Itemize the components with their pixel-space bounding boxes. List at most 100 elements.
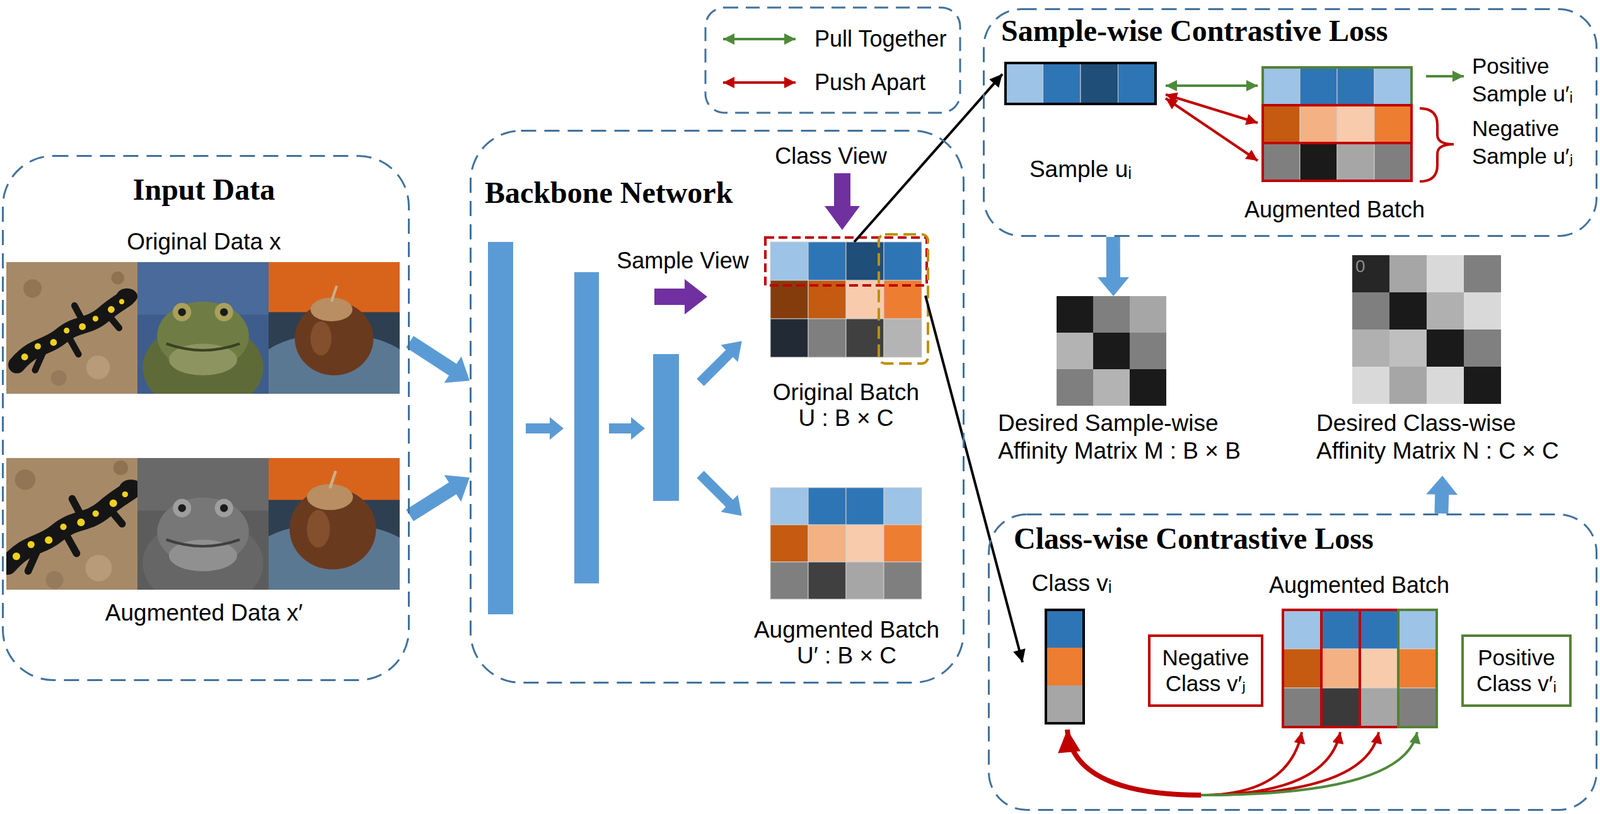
text-holder: 0 xyxy=(1355,257,1375,277)
vector-label: Sample uᵢ xyxy=(1011,155,1150,184)
input-photos xyxy=(137,262,269,413)
backbone-layers xyxy=(692,332,751,392)
augmented-batch-grid xyxy=(883,525,922,563)
box-label: Negative Class v′ⱼ xyxy=(1153,645,1259,697)
class-augmented-grid xyxy=(1359,649,1399,689)
text-holder: Negative Sample u′ⱼ xyxy=(1472,114,1589,171)
input-photos xyxy=(243,445,423,611)
node-border xyxy=(984,9,1597,237)
class-affinity-matrix xyxy=(1389,366,1427,405)
backbone-layers xyxy=(608,417,645,441)
augmented-batch-grid xyxy=(846,525,884,563)
class-contrast-curve xyxy=(1200,732,1341,796)
panel-title: Backbone Network xyxy=(484,174,939,212)
class-affinity-matrix xyxy=(1352,329,1390,367)
sample-augmented-grid xyxy=(1262,67,1412,106)
sample-augmented-grid xyxy=(1374,67,1412,106)
class-affinity-matrix xyxy=(1463,255,1502,293)
backbone-layers xyxy=(487,242,514,615)
text-holder: Input Data xyxy=(1,171,406,209)
backbone-layers xyxy=(574,272,599,584)
matrix-label: Augmented Batch xyxy=(1265,573,1454,599)
legend-box xyxy=(705,7,961,113)
class-box: Negative Class v′ⱼ xyxy=(1147,634,1264,708)
legend-text: Pull Together xyxy=(814,25,959,53)
text-holder: Push Apart xyxy=(814,68,959,96)
batch-matrix: Augmented Batch U′ : B × C xyxy=(748,487,947,674)
sample-label: Positive Sample u′ᵢ xyxy=(1472,52,1589,108)
batch-matrix: Augmented Batch xyxy=(1239,67,1433,227)
text-holder: Class View xyxy=(767,142,894,170)
matrix-label: Original Batch U : B × C xyxy=(770,380,922,432)
class-augmented-grid xyxy=(1282,688,1322,728)
panel: Input DataOriginal Data x Augmented Data … xyxy=(1,155,410,682)
text-holder: Augmented Data x′ xyxy=(1,599,406,628)
class-augmented-grid xyxy=(1321,610,1360,728)
augmented-batch-grid xyxy=(808,562,847,600)
text-holder: Negative Class v′ⱼ xyxy=(1153,645,1259,697)
sample-augmented-grid xyxy=(1262,143,1412,181)
class-augmented-grid xyxy=(1282,649,1322,689)
class-affinity-matrix xyxy=(1426,292,1464,330)
text-holder: Sample uᵢ xyxy=(1011,155,1150,184)
original-batch-grid xyxy=(770,242,809,281)
class-contrast-curve xyxy=(1200,732,1379,796)
sample-affinity-matrix xyxy=(1056,296,1094,333)
class-affinity-matrix xyxy=(1352,255,1502,405)
sample-augmented-grid xyxy=(1337,143,1375,181)
text-holder: Class-wise Contrastive Loss xyxy=(1013,520,1456,558)
sample-affinity-matrix xyxy=(1129,369,1167,406)
image-caption: Original Data x xyxy=(1,228,406,256)
contrast-arrow xyxy=(1165,98,1258,161)
text-holder: Desired Class-wise Affinity Matrix N : C… xyxy=(1316,409,1566,466)
block-arrow xyxy=(1097,237,1130,297)
original-batch-grid xyxy=(883,318,922,358)
augmented-batch-grid xyxy=(883,562,922,600)
vector-label: Class vᵢ xyxy=(1024,569,1119,598)
batch-matrix: Augmented Batch xyxy=(1263,570,1457,729)
panel-title: Input Data xyxy=(1,171,406,209)
view-label: Class View xyxy=(767,142,894,170)
legend-box xyxy=(723,37,796,41)
augmented-batch-grid xyxy=(770,562,809,600)
class-affinity-matrix xyxy=(1389,292,1427,330)
class-augmented-grid xyxy=(1282,610,1322,650)
sample-affinity-matrix xyxy=(1056,369,1094,406)
affinity-matrix: Desired Class-wise Affinity Matrix N : C… xyxy=(1316,255,1572,476)
text-holder: Sample View xyxy=(610,247,756,275)
backbone-layers xyxy=(692,332,751,392)
original-batch-grid xyxy=(883,242,922,281)
block-arrow xyxy=(405,336,470,384)
augmented-batch-grid xyxy=(808,487,847,526)
node-border xyxy=(1462,636,1571,707)
class-column-grid xyxy=(1045,610,1084,724)
image-caption: Augmented Data x′ xyxy=(1,599,406,628)
class-contrast-curve xyxy=(1067,730,1201,796)
input-photos xyxy=(243,445,423,611)
class-affinity-matrix xyxy=(1463,292,1502,330)
matrix-mark: 0 xyxy=(1355,257,1375,277)
class-affinity-matrix xyxy=(1352,292,1390,330)
input-photos xyxy=(0,450,143,598)
input-photos xyxy=(6,262,138,395)
class-affinity-matrix xyxy=(1352,366,1390,405)
panel: Backbone NetworkOriginal Batch U : B × C… xyxy=(469,129,965,685)
original-batch-grid xyxy=(808,318,847,358)
augmented-batch-grid xyxy=(770,487,809,526)
augmented-batch-grid xyxy=(770,525,809,563)
contrast-arrow xyxy=(1165,76,1464,161)
input-photos xyxy=(252,262,416,413)
class-augmented-grid xyxy=(1398,610,1437,650)
backbone-layers xyxy=(525,417,564,441)
panel-title: Class-wise Contrastive Loss xyxy=(1013,520,1456,558)
view-arrow xyxy=(824,173,860,231)
backbone-layers xyxy=(692,466,751,526)
box-label: Positive Class v′ᵢ xyxy=(1466,645,1567,697)
input-photos xyxy=(6,262,138,395)
text-holder: Augmented Batch xyxy=(1240,197,1429,223)
connector-arrow xyxy=(925,295,1023,663)
sample-row-grid xyxy=(1005,63,1044,105)
contrast-arrow xyxy=(1165,84,1258,87)
sample-affinity-matrix xyxy=(1056,296,1167,406)
class-affinity-matrix xyxy=(1463,366,1502,405)
